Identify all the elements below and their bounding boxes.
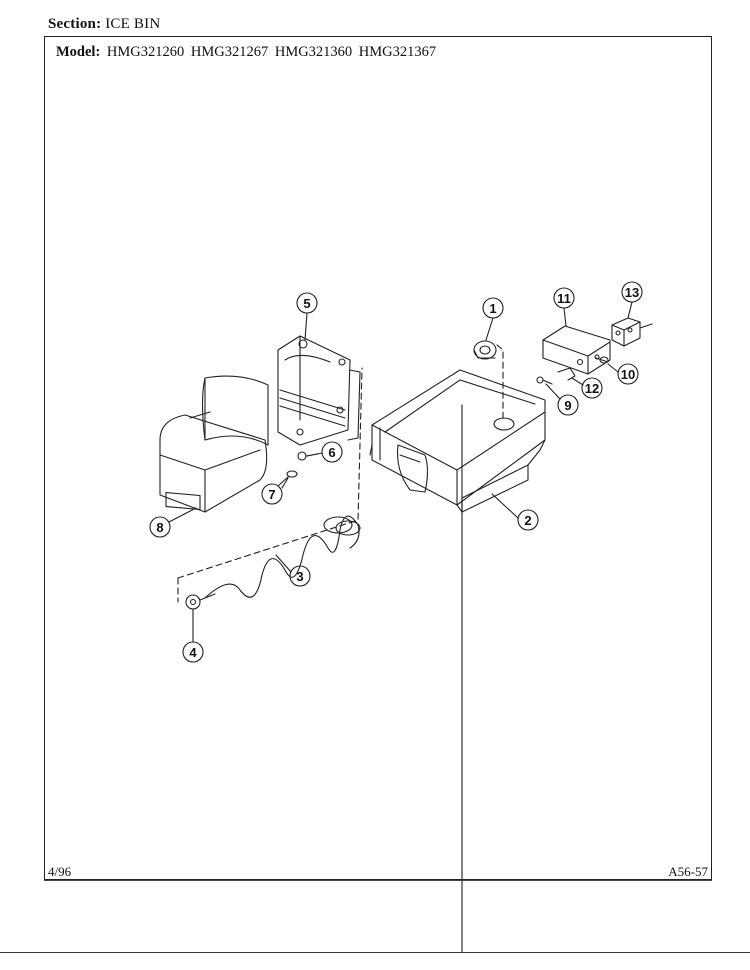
section-value: ICE BIN bbox=[105, 16, 161, 32]
section-label: Section: bbox=[48, 16, 102, 32]
callout-number: 13 bbox=[625, 285, 639, 300]
part-10-connector bbox=[595, 356, 609, 364]
callout-7: 7 bbox=[261, 476, 289, 505]
callout-number: 2 bbox=[524, 513, 531, 528]
bottom-rule bbox=[0, 952, 750, 953]
callout-number: 6 bbox=[328, 445, 335, 460]
callout-13: 13 bbox=[621, 281, 643, 319]
callout-3: 3 bbox=[275, 554, 311, 587]
callout-number: 9 bbox=[564, 398, 571, 413]
alignment-line-left bbox=[177, 367, 363, 579]
callout-number: 1 bbox=[489, 301, 496, 316]
callout-9: 9 bbox=[545, 383, 579, 416]
diagram-frame bbox=[44, 36, 712, 880]
part-1-bearing bbox=[473, 340, 497, 360]
callout-number: 8 bbox=[156, 520, 163, 535]
model-label: Model: bbox=[56, 44, 101, 60]
callout-6: 6 bbox=[306, 441, 343, 463]
part-9-screw bbox=[536, 376, 553, 385]
callout-12: 12 bbox=[571, 377, 603, 399]
callout-number: 7 bbox=[268, 487, 275, 502]
callout-number: 5 bbox=[303, 296, 310, 311]
callout-5: 5 bbox=[296, 292, 318, 341]
callout-10: 10 bbox=[607, 363, 639, 385]
part-3-auger-coil bbox=[204, 515, 361, 599]
callout-number: 11 bbox=[557, 291, 571, 306]
footer-page-code: A56-57 bbox=[668, 864, 708, 879]
callout-1: 1 bbox=[482, 297, 504, 341]
callout-number: 12 bbox=[585, 381, 599, 396]
part-8-bin-cover bbox=[159, 375, 269, 513]
callout-4: 4 bbox=[182, 608, 204, 663]
callout-8: 8 bbox=[149, 507, 197, 538]
section-title: Section: ICE BIN bbox=[48, 16, 160, 33]
part-5-auger-bracket bbox=[277, 335, 361, 446]
part-2-ice-bin bbox=[369, 369, 546, 513]
callout-number: 10 bbox=[621, 367, 635, 382]
alignment-line-right bbox=[496, 344, 504, 423]
part-11-control-box bbox=[542, 325, 611, 375]
footer-rule bbox=[44, 880, 712, 881]
model-numbers: HMG321260 HMG321267 HMG321360 HMG321367 bbox=[106, 44, 437, 60]
callout-number: 4 bbox=[189, 645, 197, 660]
callout-11: 11 bbox=[553, 287, 575, 327]
part-7-washer bbox=[281, 470, 298, 489]
model-line: Model: HMG321260 HMG321267 HMG321360 HMG… bbox=[56, 44, 436, 61]
part-13-terminal bbox=[611, 317, 653, 347]
footer-date: 4/96 bbox=[48, 864, 72, 879]
callout-number: 3 bbox=[296, 569, 303, 584]
part-4-auger-end bbox=[185, 593, 216, 610]
callout-2: 2 bbox=[491, 493, 539, 531]
